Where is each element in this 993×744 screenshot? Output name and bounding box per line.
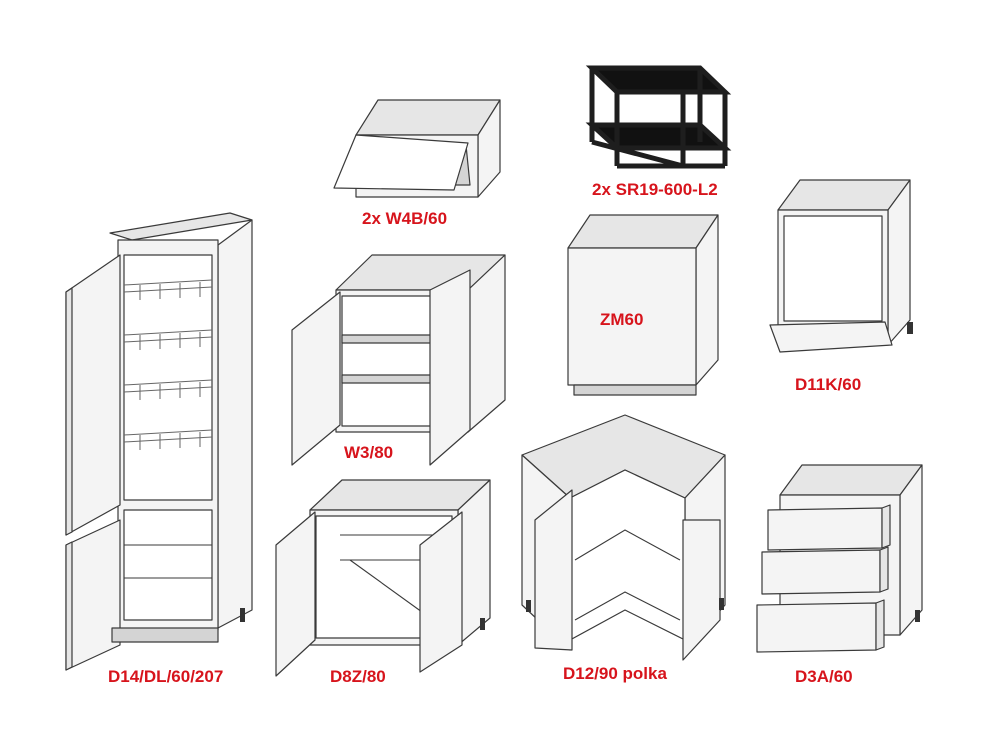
label-d14-dl-60-207: D14/DL/60/207 [108,667,224,686]
cabinet-w4b-60 [333,99,501,198]
label-w4b-60: 2x W4B/60 [362,209,448,228]
label-d11k-60: D11K/60 [795,375,862,394]
cabinet-d12-90-corner [521,414,726,661]
cabinet-d11k-60 [769,179,913,353]
panel-zm60 [567,214,719,396]
open-frame-sr19-600-l2 [585,65,732,169]
label-w3-80: W3/80 [344,443,394,462]
label-d12-90-polka: D12/90 polka [563,664,667,683]
label-d3a-60: D3A/60 [795,667,853,686]
cabinet-d3a-60 [756,464,923,653]
label-sr19-600-l2: 2x SR19-600-L2 [592,180,718,199]
cabinet-d8z-80 [275,479,491,677]
cabinet-d14-dl-60-207 [65,212,253,671]
cabinet-w3-80 [291,254,506,466]
label-zm60: ZM60 [600,310,644,329]
label-d8z-80: D8Z/80 [330,667,386,686]
